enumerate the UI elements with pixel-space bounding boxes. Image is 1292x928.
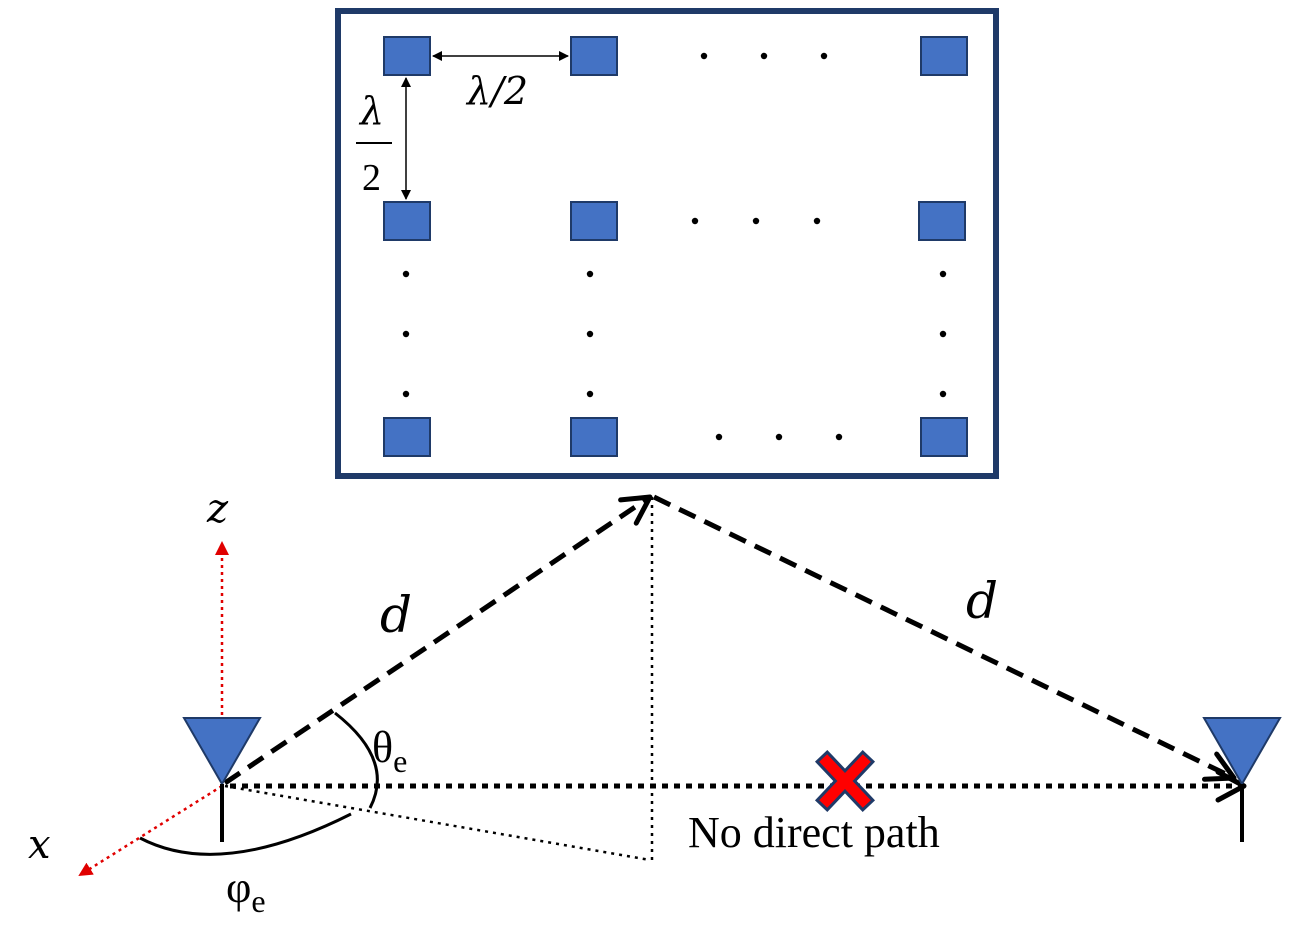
x-axis-label: x	[28, 822, 51, 868]
elevation-angle-arc	[334, 711, 379, 809]
distance-label-incident: d	[380, 586, 412, 644]
azimuth-angle-arc	[139, 812, 352, 856]
vertical-spacing-denominator: 2	[362, 157, 381, 199]
transmitter-antenna-icon	[182, 717, 262, 842]
ris-element	[570, 36, 618, 76]
azimuth-angle-label: φe	[226, 863, 266, 919]
x-axis	[78, 784, 223, 877]
reflected-path	[652, 494, 1237, 782]
ris-element	[570, 201, 618, 241]
blocked-cross-icon	[814, 749, 876, 813]
ris-element	[383, 201, 431, 241]
ris-elements	[383, 36, 968, 457]
no-direct-path-label: No direct path	[688, 808, 940, 857]
ris-element	[920, 36, 968, 76]
ris-element	[383, 36, 431, 76]
ris-element	[918, 201, 966, 241]
ris-panel: λ/2 λ 2	[335, 8, 999, 479]
elevation-angle-label: θe	[372, 723, 407, 779]
ris-panel-border	[335, 8, 999, 479]
ris-element	[920, 417, 968, 457]
vertical-spacing-numerator: λ	[358, 89, 384, 133]
horizontal-spacing-label: λ/2	[465, 69, 528, 113]
receiver-antenna-icon	[1202, 717, 1282, 842]
ris-element	[570, 417, 618, 457]
z-axis-label: z	[206, 486, 229, 532]
distance-label-reflected: d	[966, 572, 998, 630]
ellipsis-dots	[402, 52, 947, 441]
incident-path	[223, 494, 653, 786]
ground-projection-line	[224, 784, 651, 862]
ris-element	[383, 417, 431, 457]
